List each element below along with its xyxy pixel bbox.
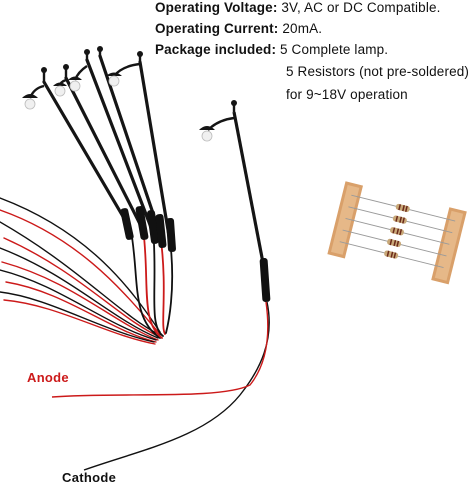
single-lamp-sleeve bbox=[259, 257, 271, 303]
single-lamp-anode-wire bbox=[51, 301, 269, 398]
bundle-wires bbox=[0, 197, 161, 345]
package-value-1: 5 Complete lamp. bbox=[280, 42, 389, 57]
single-lamp-cathode-wire bbox=[83, 301, 270, 471]
lamp-bundle bbox=[0, 46, 176, 345]
package-value-2: 5 Resistors (not pre-soldered) bbox=[286, 64, 470, 79]
bundle-curve bbox=[129, 224, 174, 339]
current-value: 20mA. bbox=[282, 21, 323, 36]
post-sleeves bbox=[120, 206, 176, 253]
single-lamp bbox=[51, 100, 271, 471]
voltage-line: Operating Voltage: 3V, AC or DC Compatib… bbox=[155, 0, 441, 15]
voltage-value: 3V, AC or DC Compatible. bbox=[281, 0, 441, 15]
anode-label: Anode bbox=[27, 370, 69, 385]
resistor-strip bbox=[327, 181, 467, 285]
current-line: Operating Current: 20mA. bbox=[155, 21, 322, 36]
package-label: Package included: bbox=[155, 42, 277, 57]
single-lamp-post bbox=[232, 111, 266, 269]
single-lamp-bulb bbox=[201, 130, 213, 142]
current-label: Operating Current: bbox=[155, 21, 279, 36]
voltage-label: Operating Voltage: bbox=[155, 0, 278, 15]
cathode-label: Cathode bbox=[62, 470, 117, 485]
lamp-posts bbox=[42, 54, 172, 244]
lamp-heads bbox=[22, 46, 143, 110]
package-line: Package included: 5 Complete lamp. bbox=[155, 42, 388, 57]
package-value-3: for 9~18V operation bbox=[286, 87, 408, 102]
